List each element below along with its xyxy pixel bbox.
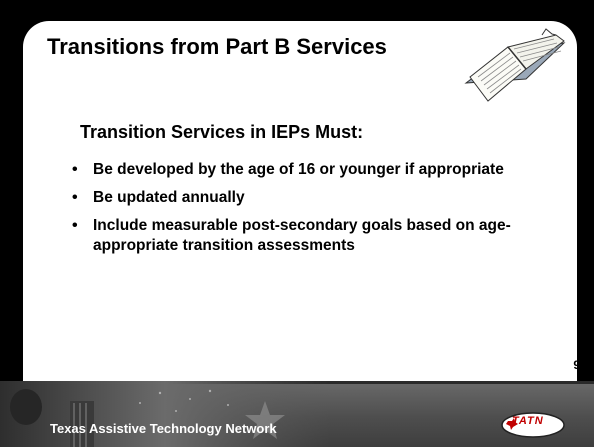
bullet-item: Be updated annually [72,188,552,208]
page-number: 9 [573,358,580,372]
footer-banner: Texas Assistive Technology Network TATN [0,381,594,447]
bullet-item: Include measurable post-secondary goals … [72,216,552,256]
tatn-logo-icon [501,412,565,438]
bullet-list: Be developed by the age of 16 or younger… [72,160,552,264]
texas-collage-image [0,381,330,447]
open-book-icon [464,28,566,102]
bullet-item: Be developed by the age of 16 or younger… [72,160,552,180]
organization-name: Texas Assistive Technology Network [50,421,277,436]
slide-subtitle: Transition Services in IEPs Must: [80,122,364,142]
slide-title: Transitions from Part B Services [47,34,387,59]
tatn-logo-text: TATN [512,415,544,427]
